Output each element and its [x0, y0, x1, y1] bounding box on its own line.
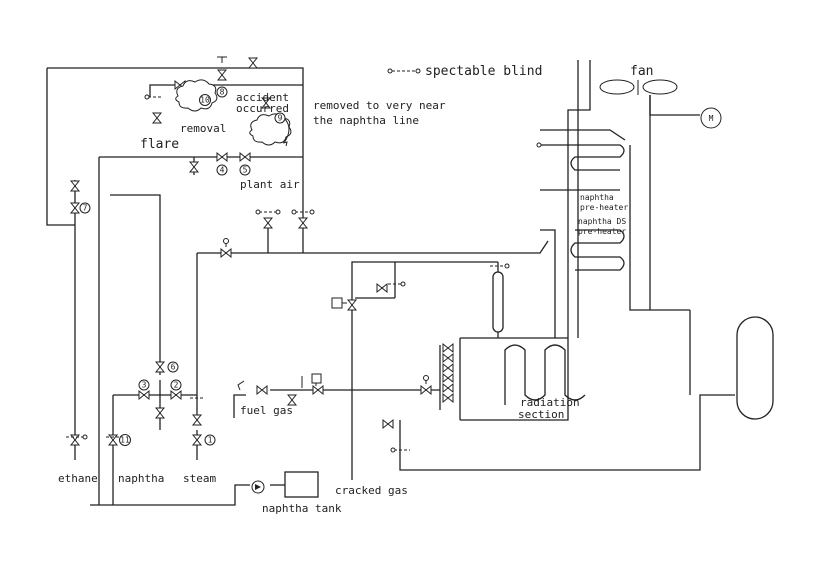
valve-number-6: 6	[167, 361, 179, 373]
valve-number-11: 11	[119, 434, 131, 446]
valve-number-10: 10	[199, 94, 211, 106]
label-ethane: ethane	[58, 472, 98, 485]
label-removal: removal	[180, 122, 226, 135]
label-naphtha-preheater-2: pre-heater	[580, 203, 628, 212]
label-removed-note-1: removed to very near	[313, 99, 446, 112]
valve-number-2: 2	[170, 379, 182, 391]
valve-number-3: 3	[138, 379, 150, 391]
svg-text:2: 2	[174, 381, 179, 390]
svg-text:8: 8	[220, 88, 225, 97]
svg-text:9: 9	[278, 114, 283, 123]
svg-text:3: 3	[142, 381, 147, 390]
valve-number-9: 9	[274, 112, 286, 124]
valve-number-4: 4	[216, 164, 228, 176]
label-radiation-2: section	[518, 408, 564, 421]
svg-text:11: 11	[120, 436, 130, 445]
svg-text:5: 5	[243, 166, 248, 175]
label-motor: M	[709, 114, 714, 123]
label-cracked-gas: cracked gas	[335, 484, 408, 497]
svg-text:7: 7	[83, 204, 88, 213]
svg-text:4: 4	[220, 166, 225, 175]
label-naphtha-ds-preheater-1: naphtha DS	[578, 217, 626, 226]
valve-number-8: 8	[216, 86, 228, 98]
label-accident-1: accident	[236, 91, 289, 104]
label-fuel-gas: fuel gas	[240, 404, 293, 417]
label-naphtha: naphtha	[118, 472, 164, 485]
label-naphtha-tank: naphtha tank	[262, 502, 342, 515]
svg-text:6: 6	[171, 363, 176, 372]
fan	[599, 79, 722, 129]
label-removed-note-2: the naphtha line	[313, 114, 419, 127]
valve-number-labels: 8 10 9 4 5 7 6 3 2 1 11	[79, 86, 286, 446]
motor-icon	[700, 107, 722, 129]
text-labels: spectable blind fan M accident occurred …	[58, 64, 714, 515]
label-radiation-1: radiation	[520, 396, 580, 409]
label-steam: steam	[183, 472, 216, 485]
svg-text:1: 1	[208, 436, 213, 445]
label-plant-air: plant air	[240, 178, 300, 191]
label-flare: flare	[140, 137, 179, 152]
valve-number-7: 7	[79, 202, 91, 214]
valve-number-5: 5	[239, 164, 251, 176]
valve-handles	[217, 56, 429, 391]
label-naphtha-preheater-1: naphtha	[580, 193, 614, 202]
valve-number-1: 1	[204, 434, 216, 446]
label-accident-2: occurred	[236, 102, 289, 115]
pump	[251, 480, 265, 494]
svg-text:10: 10	[200, 96, 210, 105]
label-naphtha-ds-preheater-2: pre-heater	[578, 227, 626, 236]
piping	[46, 60, 774, 506]
label-spectable-blind: spectable blind	[425, 64, 542, 79]
label-fan: fan	[630, 64, 653, 79]
